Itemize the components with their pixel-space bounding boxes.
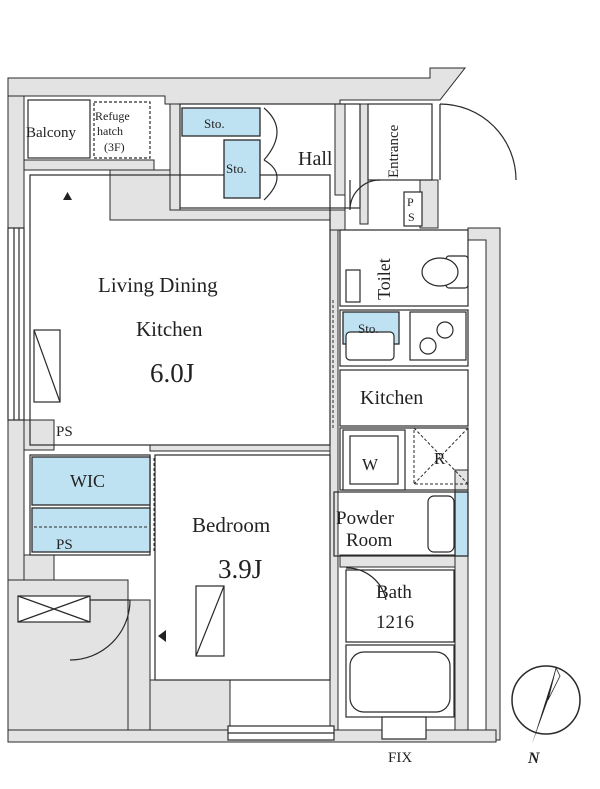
ps-mid-label: PS <box>56 424 73 440</box>
washer-label: W <box>362 455 379 474</box>
refuge-hatch-label-1: Refuge <box>95 109 130 123</box>
powder-storage <box>454 491 469 557</box>
fridge-label: R <box>434 449 446 468</box>
doors <box>69 103 517 661</box>
entrance-door <box>439 103 517 181</box>
powder-room-label-1: Powder <box>336 508 395 529</box>
entrance-label: Entrance <box>386 124 402 178</box>
north-compass <box>511 665 581 744</box>
bath-label-2: 1216 <box>376 612 414 633</box>
bedroom-label: Bedroom <box>192 513 270 537</box>
wic-box <box>31 456 151 506</box>
kitchen-sink <box>345 331 395 361</box>
living-entry-arrow <box>63 192 72 200</box>
kitchen-label: Kitchen <box>360 387 423 409</box>
bedroom-size-label: 3.9J <box>218 554 262 584</box>
fix-label: FIX <box>388 750 412 766</box>
refuge-hatch-label-2: hatch <box>97 124 123 138</box>
storage-fills <box>31 107 469 557</box>
stove <box>409 311 467 361</box>
living-size-label: 6.0J <box>150 358 194 388</box>
kitchen-storage-label: Sto. <box>358 321 379 336</box>
wic-box-lower <box>31 507 151 553</box>
hall-label: Hall <box>298 148 333 170</box>
powder-sink <box>427 495 455 553</box>
fixtures <box>17 191 469 713</box>
storage-b-label: Sto. <box>226 161 247 176</box>
dashed-lines <box>34 207 469 552</box>
toilet-bowl <box>421 257 459 287</box>
toilet-label: Toilet <box>374 258 394 300</box>
balcony-label: Balcony <box>26 125 76 141</box>
bathtub <box>349 651 451 713</box>
ps-top-label-2: S <box>408 210 415 224</box>
windows <box>7 227 427 741</box>
storage-a-label: Sto. <box>204 116 225 131</box>
north-label: N <box>527 750 541 767</box>
labels: Balcony Refuge hatch (3F) Sto. Sto. Hall… <box>26 109 541 767</box>
wic-label: WIC <box>70 471 105 491</box>
living-label-2: Kitchen <box>136 317 203 341</box>
powder-room-label-2: Room <box>346 530 393 551</box>
ps-low-label: PS <box>56 537 73 553</box>
bath-label-1: Bath <box>376 582 412 603</box>
refuge-hatch-label-3: (3F) <box>104 140 125 154</box>
living-label-1: Living Dining <box>98 273 218 297</box>
storage-a <box>181 107 261 137</box>
ps-top-label-1: P <box>407 195 414 209</box>
storage-b <box>223 139 261 199</box>
bedroom-entry-arrow <box>158 630 166 642</box>
